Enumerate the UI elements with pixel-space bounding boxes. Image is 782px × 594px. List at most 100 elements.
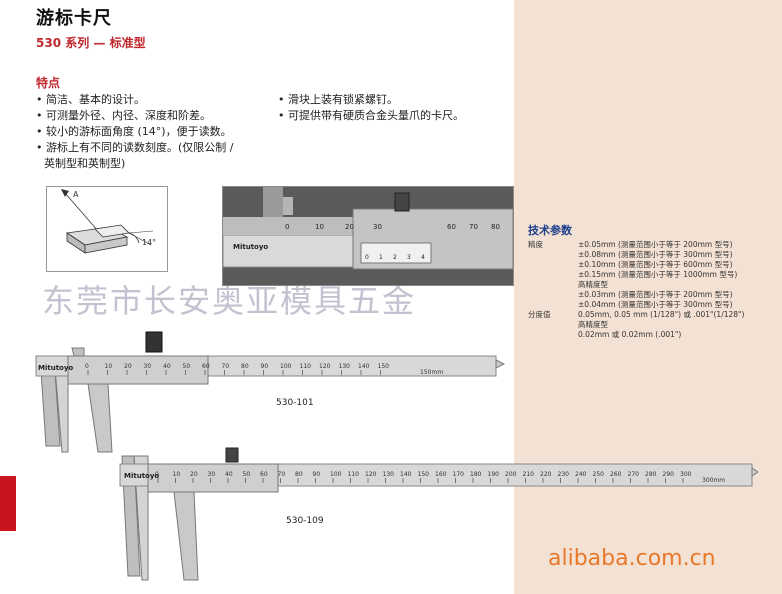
specs-table: 精度 ±0.05mm (测量范围小于等于 200mm 型号) ±0.08mm (… [528,240,744,340]
scale-tick-label: 260 [610,471,622,478]
scale-tick-label: 290 [663,471,675,478]
scale-tick-label: 300 [680,471,692,478]
scale-tick-label: 70 [278,471,286,478]
main-scale-label: 30 [373,223,382,231]
main-scale-label: 60 [447,223,456,231]
section-tab-marker [0,476,16,531]
arrow-icon [61,189,69,197]
spec-value: 高精度型 [578,280,608,289]
brand-logo: Mitutoyo [233,243,268,251]
features-list-right: 滑块上装有锁紧螺钉。 可提供带有硬质合金头量爪的卡尺。 [278,92,464,124]
feature-item: 可提供带有硬质合金头量爪的卡尺。 [278,108,464,124]
spec-label: 精度 [528,240,543,249]
vernier-scale-label: 1 [379,254,383,261]
spec-value: ±0.03mm (测量范围小于等于 200mm 型号) [578,290,733,299]
scale-tick-label: 130 [339,363,351,370]
scale-tick-label: 250 [593,471,605,478]
watermark-text: 东莞市长安奥亚模具五金 [42,282,417,320]
scale-tick-label: 50 [183,363,191,370]
point-label: A [73,190,79,199]
main-scale-label: 0 [285,223,289,231]
scale-tick-label: 160 [435,471,447,478]
vernier-scale-label: 3 [407,254,411,261]
scale-tick-label: 280 [645,471,657,478]
scale-tick-label: 0 [85,363,89,370]
scale-tick-label: 150 [378,363,390,370]
scale-tick-label: 80 [241,363,249,370]
feature-item: 滑块上装有锁紧螺钉。 [278,92,464,108]
scale-tick-label: 20 [190,471,198,478]
features-heading: 特点 [36,76,61,90]
feature-item: 游标上有不同的读数刻度。(仅限公制 / [36,140,234,156]
scale-tick-label: 10 [173,471,181,478]
spec-value: ±0.04mm (测量范围小于等于 300mm 型号) [578,300,733,309]
main-scale-label: 80 [491,223,500,231]
scale-tick-label: 100 [280,363,292,370]
spec-row-resolution: 分度值 0.05mm, 0.05 mm (1/128") 或 .001"(1/1… [528,310,744,340]
specs-heading: 技术参数 [528,224,572,237]
range-badge: 300mm [702,477,725,484]
spec-value: ±0.10mm (测量范围小于等于 600mm 型号) [578,260,733,269]
scale-tick-label: 240 [575,471,587,478]
scale-tick-label: 120 [365,471,377,478]
main-scale-label: 20 [345,223,354,231]
spec-row-accuracy: 精度 ±0.05mm (测量范围小于等于 200mm 型号) ±0.08mm (… [528,240,744,310]
model-label: 530-101 [276,398,314,408]
vernier-angle-drawing: 14° A [61,189,156,254]
brand-logo: Mitutoyo [124,472,159,480]
range-badge: 150mm [420,369,443,376]
scale-tick-label: 50 [243,471,251,478]
scale-tick-label: 200 [505,471,517,478]
scale-tick-label: 30 [208,471,216,478]
spec-value: ±0.15mm (测量范围小于等于 1000mm 型号) [578,270,738,279]
spec-value: 高精度型 [578,320,608,329]
scale-tick-label: 120 [319,363,331,370]
scale-tick-label: 90 [261,363,269,370]
scale-tick-label: 170 [453,471,465,478]
scale-tick-label: 180 [470,471,482,478]
spec-value: 0.02mm 或 0.02mm (.001") [578,330,682,339]
scale-tick-label: 90 [313,471,321,478]
scale-tick-label: 30 [144,363,152,370]
vernier-scale-label: 2 [393,254,397,261]
scale-tick-label: 40 [163,363,171,370]
page-title: 游标卡尺 [36,8,112,29]
spec-value: ±0.08mm (测量范围小于等于 300mm 型号) [578,250,733,259]
scale-tick-label: 210 [523,471,535,478]
scale-tick-label: 60 [202,363,210,370]
series-subtitle: 530 系列 — 标准型 [36,36,146,50]
spec-panel-background [514,0,782,594]
features-list-left: 简洁、基本的设计。 可测量外径、内径、深度和阶差。 较小的游标面角度 (14°)… [36,92,234,172]
scale-tick-label: 0 [155,471,159,478]
spec-value: ±0.05mm (测量范围小于等于 200mm 型号) [578,240,733,249]
scale-tick-label: 110 [300,363,312,370]
scale-tick-label: 100 [330,471,342,478]
scale-tick-label: 10 [105,363,113,370]
scale-tick-label: 40 [225,471,233,478]
scale-tick-label: 190 [488,471,500,478]
scale-tick-label: 220 [540,471,552,478]
feature-item: 可测量外径、内径、深度和阶差。 [36,108,234,124]
brand-logo: Mitutoyo [38,364,73,372]
scale-tick-label: 110 [348,471,360,478]
footer-url: alibaba.com.cn [548,546,716,571]
feature-item: 较小的游标面角度 (14°)，便于读数。 [36,124,234,140]
model-label: 530-109 [286,516,324,526]
angle-label: 14° [142,238,156,247]
scale-tick-label: 140 [400,471,412,478]
scale-tick-label: 20 [124,363,132,370]
main-scale-label: 10 [315,223,324,231]
vernier-scale-label: 0 [365,254,369,261]
vernier-angle-diagram: 14° A [46,186,168,272]
main-scale-label: 70 [469,223,478,231]
scale-tick-label: 80 [295,471,303,478]
scale-tick-label: 60 [260,471,268,478]
scale-tick-label: 230 [558,471,570,478]
feature-item: 简洁、基本的设计。 [36,92,234,108]
